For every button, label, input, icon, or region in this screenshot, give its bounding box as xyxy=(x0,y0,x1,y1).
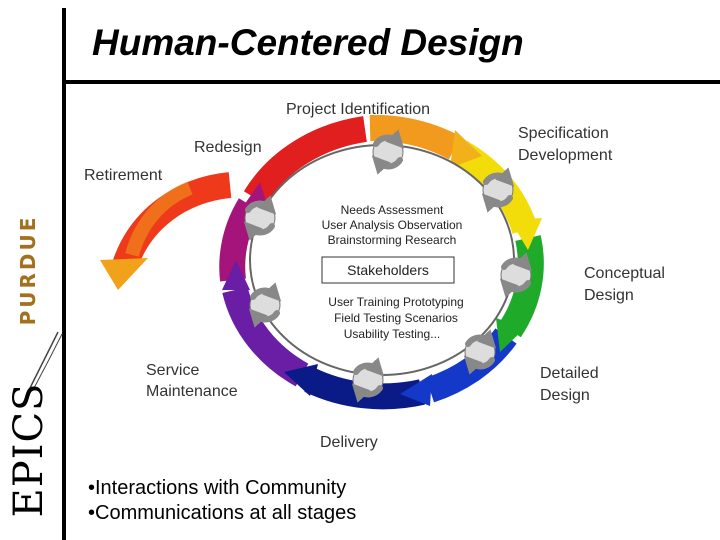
slide-title: Human-Centered Design xyxy=(92,22,524,63)
cycle-icon-conceptual xyxy=(499,252,533,298)
hcd-cycle-diagram: Needs Assessment User Analysis Observati… xyxy=(84,101,665,451)
logo-slash-icon xyxy=(29,331,63,389)
inner-bottom-line2: Field Testing Scenarios xyxy=(334,311,458,325)
horizontal-rule xyxy=(62,80,720,84)
purdue-logo: PURDUE xyxy=(4,205,52,335)
vertical-rule xyxy=(62,8,66,540)
stage-detailed-line1: Detailed xyxy=(540,365,599,382)
stage-project-identification: Project Identification xyxy=(286,101,430,118)
cycle-icon-delivery xyxy=(351,357,385,403)
inner-top-line2: User Analysis Observation xyxy=(322,218,463,232)
bullet-item-communications: •Communications at all stages xyxy=(88,502,357,524)
ring-segment-purple xyxy=(222,286,309,387)
stage-redesign: Redesign xyxy=(194,139,262,156)
cycle-icon-project xyxy=(371,129,405,175)
cycle-icon-specification xyxy=(481,167,515,213)
cycle-icon-service xyxy=(248,282,282,328)
retirement-arrowhead xyxy=(100,258,148,290)
ring-segment-red xyxy=(243,116,368,206)
epics-logo-text: EPICS xyxy=(6,382,52,518)
stage-specification-line2: Development xyxy=(518,147,613,164)
purdue-logo-text: PURDUE xyxy=(16,214,40,326)
stage-conceptual-line1: Conceptual xyxy=(584,265,665,282)
inner-bottom-line1: User Training Prototyping xyxy=(328,295,463,309)
inner-top-line1: Needs Assessment xyxy=(341,203,444,217)
stakeholders-label: Stakeholders xyxy=(347,262,429,278)
stage-delivery: Delivery xyxy=(320,434,378,451)
bullet-list: •Interactions with Community •Communicat… xyxy=(88,476,356,526)
stakeholders-box xyxy=(321,256,455,284)
cycle-icon-redesign xyxy=(243,195,277,241)
cycle-icons xyxy=(243,129,533,403)
epics-logo: EPICS xyxy=(4,380,54,520)
inner-bottom-line3: Usability Testing... xyxy=(344,327,441,341)
inner-top-line3: Brainstorming Research xyxy=(328,233,457,247)
cycle-icon-detailed xyxy=(463,329,497,375)
stage-retirement: Retirement xyxy=(84,167,163,184)
stage-service-line2: Maintenance xyxy=(146,383,238,400)
stage-service-line1: Service xyxy=(146,362,199,379)
stage-specification-line1: Specification xyxy=(518,125,609,142)
stage-conceptual-line2: Design xyxy=(584,287,634,304)
bullet-item-interactions: •Interactions with Community xyxy=(88,477,347,499)
ring-segment-orange xyxy=(369,114,462,160)
stage-detailed-line2: Design xyxy=(540,387,590,404)
